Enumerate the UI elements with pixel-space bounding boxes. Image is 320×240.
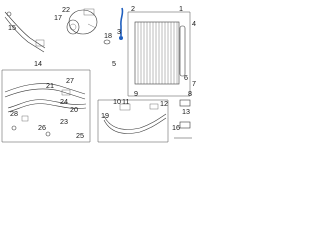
callout-11: 11 <box>122 97 129 106</box>
suction-hose-upper <box>4 11 46 53</box>
pressure-sensor-icon <box>119 36 123 40</box>
parts-diagram: 1 2 3 4 5 6 7 8 9 10 11 12 13 14 15 16 1… <box>1 4 196 143</box>
callout-4: 4 <box>192 19 196 28</box>
o-ring-part <box>103 39 111 45</box>
callout-5: 5 <box>112 59 116 68</box>
highlighted-pressure-sensor-line[interactable] <box>120 7 124 36</box>
callout-13: 13 <box>182 107 190 116</box>
callout-9: 9 <box>134 89 138 98</box>
callout-21: 21 <box>46 81 54 90</box>
callout-8: 8 <box>188 89 192 98</box>
receiver-drier <box>179 25 186 77</box>
callout-7: 7 <box>192 79 196 88</box>
right-side-fittings <box>174 99 192 139</box>
callout-22: 22 <box>62 5 70 14</box>
compressor <box>66 8 98 35</box>
discharge-hose-lines <box>4 83 87 137</box>
callout-3: 3 <box>117 27 121 36</box>
callout-2: 2 <box>131 4 135 13</box>
callout-16: 16 <box>172 123 180 132</box>
condenser-core <box>134 21 180 85</box>
callout-15: 15 <box>8 23 16 32</box>
callout-26: 26 <box>38 123 46 132</box>
callout-27: 27 <box>66 76 74 85</box>
callout-25: 25 <box>76 131 84 140</box>
callout-1: 1 <box>179 4 183 13</box>
callout-23: 23 <box>60 117 68 126</box>
callout-10: 10 <box>113 97 121 106</box>
liquid-line-frame <box>97 99 169 143</box>
callout-18: 18 <box>104 31 112 40</box>
liquid-line <box>103 103 167 134</box>
callout-17: 17 <box>54 13 62 22</box>
condenser-frame <box>127 11 191 97</box>
callout-20: 20 <box>70 105 78 114</box>
callout-12: 12 <box>160 99 168 108</box>
callout-28: 28 <box>10 109 18 118</box>
callout-6: 6 <box>184 73 188 82</box>
hose-assembly-frame <box>1 69 91 143</box>
callout-14: 14 <box>34 59 42 68</box>
callout-19: 19 <box>101 111 109 120</box>
callout-24: 24 <box>60 97 68 106</box>
